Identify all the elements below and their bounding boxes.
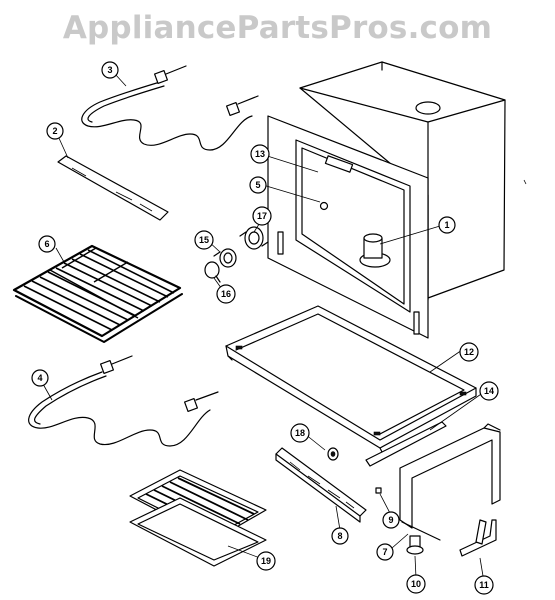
- oven-bottom: [225, 305, 477, 453]
- oven-rack: [12, 244, 183, 343]
- bake-element: [28, 355, 219, 447]
- callout-19: 19: [256, 551, 276, 571]
- svg-text:10: 10: [411, 579, 421, 589]
- mounting-bracket: [399, 423, 501, 541]
- callout-2: 2: [46, 122, 64, 140]
- callout-9: 9: [382, 511, 400, 529]
- stray-mark: [523, 179, 527, 185]
- callout-3: 3: [101, 61, 119, 79]
- callout-15: 15: [194, 230, 214, 250]
- callout-1: 1: [438, 216, 456, 234]
- svg-text:16: 16: [221, 289, 231, 299]
- svg-text:4: 4: [37, 373, 42, 383]
- svg-text:17: 17: [257, 211, 267, 221]
- callout-14: 14: [479, 381, 499, 401]
- callout-16: 16: [216, 284, 236, 304]
- side-rail: [365, 421, 447, 467]
- svg-text:14: 14: [484, 386, 494, 396]
- spacer: [327, 447, 339, 461]
- watermark: AppliancePartsPros.com: [62, 10, 493, 46]
- callout-8: 8: [331, 527, 349, 545]
- callout-17: 17: [252, 206, 272, 226]
- anti-tip-bracket: [459, 519, 497, 557]
- callout-6: 6: [38, 235, 56, 253]
- svg-text:19: 19: [261, 556, 271, 566]
- svg-text:9: 9: [388, 515, 393, 525]
- svg-text:1: 1: [444, 220, 449, 230]
- callout-18: 18: [290, 423, 310, 443]
- svg-text:12: 12: [464, 347, 474, 357]
- svg-text:7: 7: [382, 547, 387, 557]
- element-bracket: [57, 155, 169, 221]
- broiler-pan: [129, 469, 267, 567]
- svg-text:6: 6: [44, 239, 49, 249]
- svg-text:13: 13: [255, 149, 265, 159]
- svg-text:2: 2: [52, 126, 57, 136]
- broil-element: [81, 65, 259, 151]
- callout-10: 10: [406, 574, 426, 594]
- leveling-leg: [406, 535, 424, 555]
- svg-text:3: 3: [107, 65, 112, 75]
- vent-panel: [275, 447, 367, 523]
- svg-text:8: 8: [337, 531, 342, 541]
- callout-7: 7: [376, 543, 394, 561]
- svg-text:11: 11: [479, 580, 489, 590]
- oven-cavity: [267, 61, 506, 339]
- svg-text:5: 5: [255, 180, 260, 190]
- callout-11: 11: [474, 575, 494, 595]
- svg-text:15: 15: [199, 235, 209, 245]
- screw: [375, 487, 382, 494]
- svg-text:18: 18: [295, 428, 305, 438]
- lamp-assembly: [204, 226, 269, 283]
- callout-13: 13: [250, 144, 270, 164]
- callout-4: 4: [31, 369, 49, 387]
- callout-12: 12: [459, 342, 479, 362]
- callout-5: 5: [249, 176, 267, 194]
- callouts: 1 2 3 4 5 6 7 8 9 10 11 12 13 14 15 16 1…: [31, 61, 499, 595]
